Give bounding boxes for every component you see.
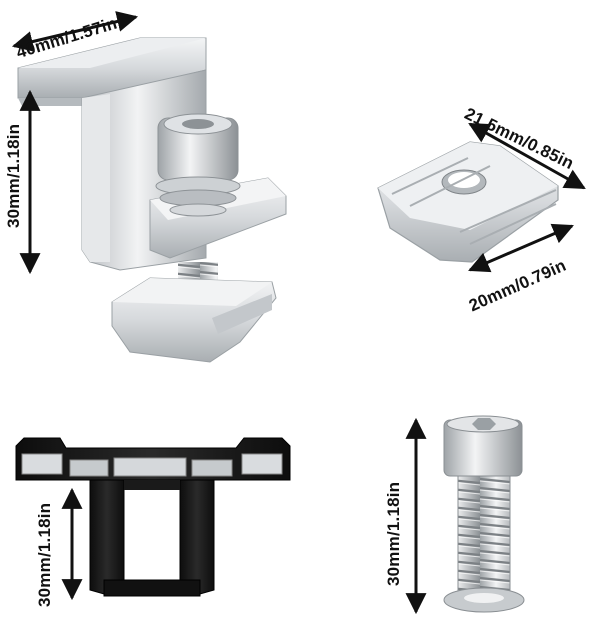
nut-length-arrow: [468, 122, 586, 190]
clip-height-label: 30mm/1.18in: [35, 502, 54, 607]
hex-bolt: [443, 415, 525, 613]
nut-width-arrow: [468, 223, 574, 273]
end-clamp: [17, 37, 287, 363]
bolt-height-label: 30mm/1.18in: [384, 481, 403, 586]
clamp-height-label: 30mm/1.18in: [4, 123, 23, 228]
clamp-width-arrow: [11, 11, 139, 52]
mid-clip: [15, 437, 291, 597]
